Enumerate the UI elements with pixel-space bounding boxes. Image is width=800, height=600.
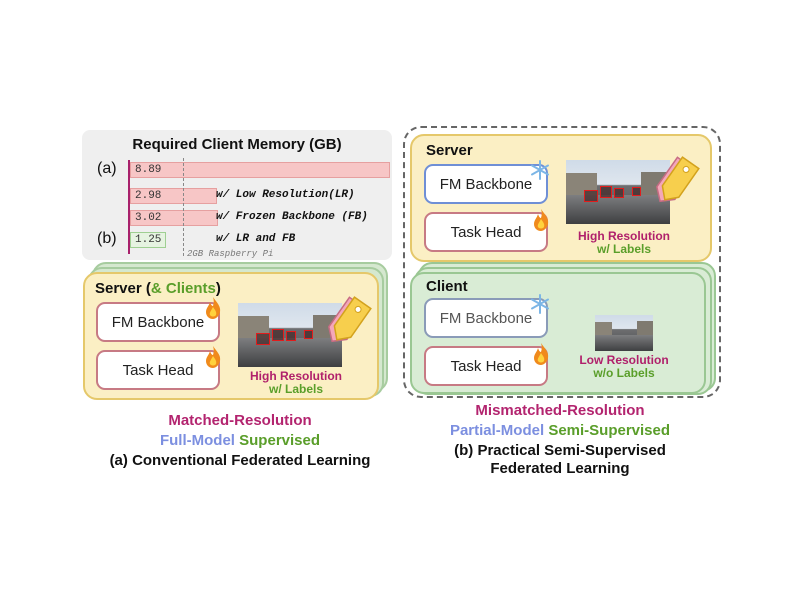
right-client-fm-backbone-box: FM Backbone	[424, 298, 548, 338]
right-client-task-head-box: Task Head	[424, 346, 548, 386]
chart-axis-line	[128, 160, 130, 254]
snowflake-icon	[531, 160, 549, 180]
left-fm-backbone-box: FM Backbone	[96, 302, 220, 342]
bar-annotation: w/ Low Resolution(LR)	[216, 189, 355, 201]
right-server-fm-backbone-box: FM Backbone	[424, 164, 548, 204]
raspberry-pi-label: 2GB Raspberry Pi	[187, 249, 274, 259]
memory-bar: 2.98	[130, 188, 218, 204]
right-client-header: Client	[426, 278, 468, 295]
raspberry-pi-reference-line	[183, 158, 184, 256]
bar-value-label: 2.98	[135, 190, 162, 202]
right-client-resolution-label: Low Resolution w/o Labels	[579, 353, 669, 380]
right-caption-line2: Partial-Model Semi-Supervised	[449, 422, 671, 439]
bar-value-label: 1.25	[135, 234, 162, 246]
street-image-high-res	[566, 160, 670, 224]
left-resolution-label: High Resolution w/ Labels	[250, 369, 342, 396]
bar-value-label: 3.02	[135, 212, 162, 224]
snowflake-icon	[531, 294, 549, 314]
row-label-a: (a)	[97, 160, 117, 177]
right-caption-line3: (b) Practical Semi-Supervised	[454, 442, 666, 459]
task-head-label: Task Head	[122, 361, 194, 379]
bar-annotation: w/ Frozen Backbone (FB)	[216, 211, 368, 223]
right-caption-line1: Mismatched-Resolution	[475, 402, 645, 419]
task-head-label: Task Head	[450, 357, 522, 375]
fm-backbone-label: FM Backbone	[439, 175, 533, 193]
fm-backbone-label: FM Backbone	[439, 309, 533, 327]
right-caption-line4: Federated Learning	[490, 460, 630, 476]
fm-backbone-label: FM Backbone	[111, 313, 205, 331]
left-server-header: Server (& Clients)	[95, 280, 221, 297]
right-dashed-frame	[403, 126, 721, 398]
left-task-head-box: Task Head	[96, 350, 220, 390]
bar-annotation: w/ LR and FB	[216, 233, 296, 245]
left-caption-line3: (a) Conventional Federated Learning	[109, 452, 371, 469]
fire-icon	[206, 297, 221, 319]
right-server-resolution-label: High Resolution w/ Labels	[578, 229, 670, 256]
fire-icon	[206, 346, 221, 368]
row-label-b: (b)	[97, 230, 117, 247]
label-tag-icon	[656, 156, 700, 203]
right-server-header: Server	[426, 142, 473, 159]
right-server-task-head-box: Task Head	[424, 212, 548, 252]
task-head-label: Task Head	[450, 223, 522, 241]
bar-value-label: 8.89	[135, 164, 162, 176]
memory-bar: 3.02	[130, 210, 219, 226]
memory-bar: 8.89	[130, 162, 390, 178]
left-caption-line2: Full-Model Supervised	[159, 432, 321, 449]
chart-title: Required Client Memory (GB)	[132, 136, 342, 153]
left-caption-line1: Matched-Resolution	[168, 412, 312, 429]
fire-icon	[534, 343, 549, 365]
memory-bar: 1.25	[130, 232, 166, 248]
fire-icon	[534, 209, 549, 231]
street-image-low-res	[595, 315, 653, 351]
label-tag-icon	[328, 296, 372, 343]
